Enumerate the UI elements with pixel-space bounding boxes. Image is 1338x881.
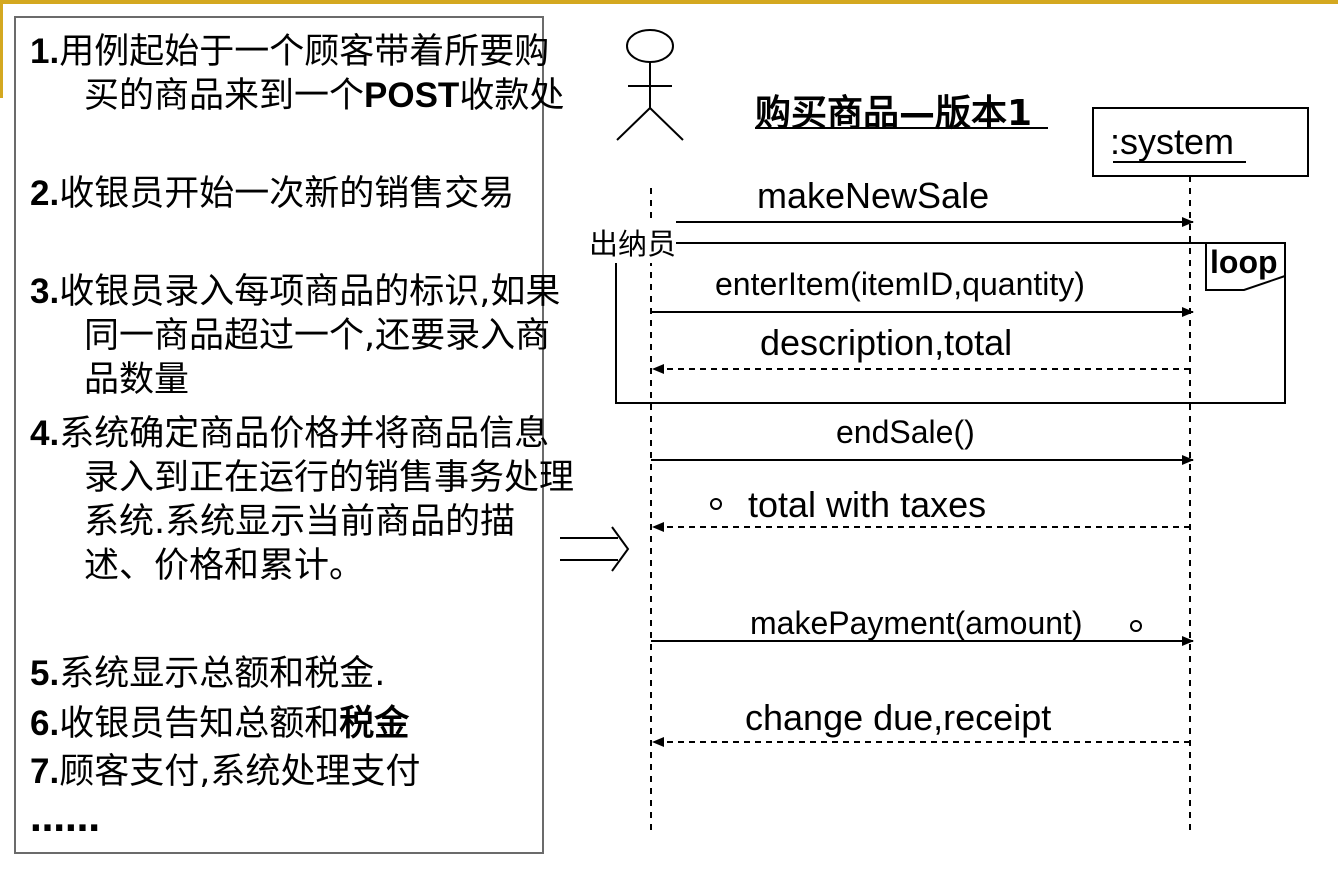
use-case-steps-box: 1.用例起始于一个顾客带着所要购买的商品来到一个POST收款处 2.收银员开始一… xyxy=(14,16,574,854)
step-text: 系统显示总额和税金. xyxy=(59,654,386,694)
actor-stick-figure-icon xyxy=(616,29,684,141)
message-label-makeNewSale: makeNewSale xyxy=(757,175,990,216)
return-label-change-due-receipt: change due,receipt xyxy=(745,697,1052,738)
step-text-after: 收款处 xyxy=(459,76,565,116)
ellipsis-text: …… xyxy=(30,800,100,840)
step-4: 4.系统确定商品价格并将商品信息录入到正在运行的销售事务处理系统.系统显示当前商… xyxy=(30,412,584,588)
loop-frame xyxy=(615,242,1286,404)
step-number: 1. xyxy=(30,32,60,71)
step-text: 收银员开始一次新的销售交易 xyxy=(59,174,515,214)
message-label-enterItem: enterItem(itemID,quantity) xyxy=(715,266,1085,302)
step-bold-text: POST xyxy=(364,76,460,115)
step-number: 6. xyxy=(30,704,60,743)
step-2: 2.收银员开始一次新的销售交易 xyxy=(30,172,584,216)
system-object-box xyxy=(1092,107,1309,177)
message-label-endSale: endSale() xyxy=(836,414,975,450)
step-1: 1.用例起始于一个顾客带着所要购买的商品来到一个POST收款处 xyxy=(30,30,584,118)
diagram-title: 购买商品—版本1 xyxy=(755,93,1033,134)
message-label-makePayment: makePayment(amount) xyxy=(750,605,1083,641)
step-text: 用例起始于一个顾客带着所要购买的商品来到一个 xyxy=(59,32,550,116)
return-label-total-with-taxes: total with taxes xyxy=(748,484,987,525)
actor-label: 出纳员 xyxy=(589,221,677,263)
step-3: 3.收银员录入每项商品的标识,如果同一商品超过一个,还要录入商品数量 xyxy=(30,270,584,402)
system-label: :system xyxy=(1110,121,1235,162)
top-accent-bar xyxy=(0,0,1338,4)
step-7: 7.顾客支付,系统处理支付 xyxy=(30,750,584,794)
step-number: 5. xyxy=(30,654,60,693)
step-6: 6.收银员告知总额和税金 xyxy=(30,702,584,746)
step-text: 收银员录入每项商品的标识,如果同一商品超过一个,还要录入商品数量 xyxy=(59,272,561,400)
left-accent-bar xyxy=(0,0,3,98)
step-number: 3. xyxy=(30,272,60,311)
step-text: 顾客支付,系统处理支付 xyxy=(59,752,421,792)
circle-marker-icon xyxy=(710,498,722,510)
step-text: 系统确定商品价格并将商品信息录入到正在运行的销售事务处理系统.系统显示当前商品的… xyxy=(59,414,575,586)
return-label-description-total: description,total xyxy=(760,322,1013,363)
loop-label: loop xyxy=(1210,244,1278,280)
step-5: 5.系统显示总额和税金. xyxy=(30,652,584,696)
step-ellipsis: …… xyxy=(30,798,584,842)
circle-marker-icon xyxy=(1130,620,1142,632)
step-text: 收银员告知总额和 xyxy=(59,704,340,744)
step-number: 2. xyxy=(30,174,60,213)
step-number: 4. xyxy=(30,414,60,453)
step-number: 7. xyxy=(30,752,60,791)
step-bold-text: 税金 xyxy=(339,704,410,744)
implies-arrow-icon xyxy=(560,526,630,572)
